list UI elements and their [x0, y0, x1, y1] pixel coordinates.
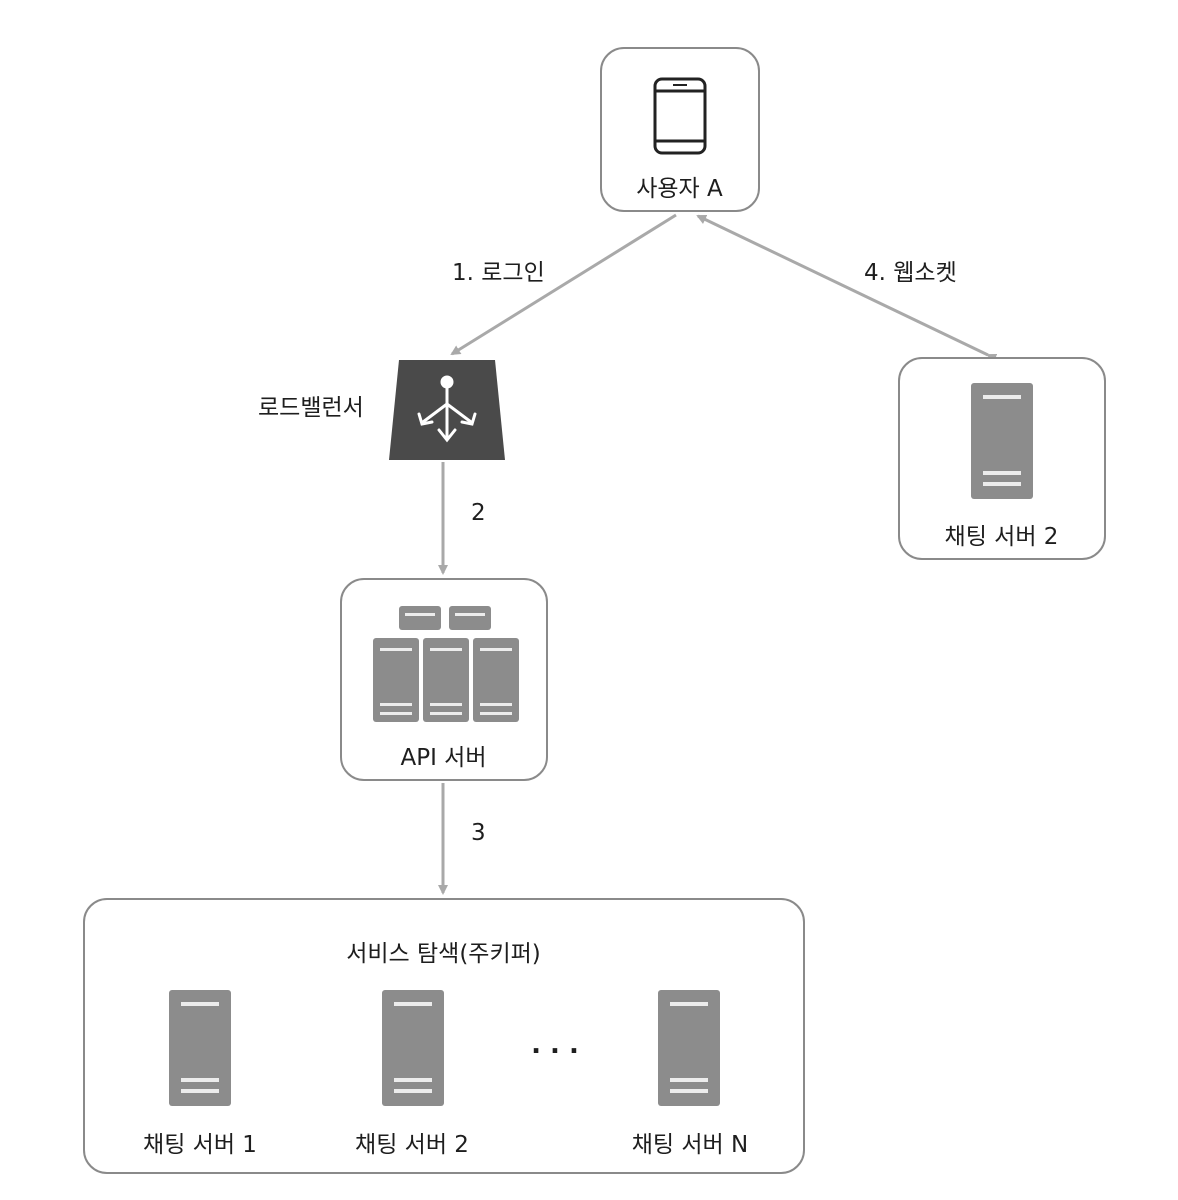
chat-server-top-box: 채팅 서버 2 — [898, 357, 1106, 560]
user-a-label: 사용자 A — [636, 176, 723, 202]
chat-server-1-label: 채팅 서버 1 — [143, 1132, 257, 1158]
smartphone-icon — [653, 77, 707, 155]
arrow-login — [450, 213, 677, 356]
edge-label-login: 1. 로그인 — [452, 260, 545, 286]
edge-label-2: 2 — [471, 500, 486, 526]
chat-server-n-label: 채팅 서버 N — [631, 1132, 749, 1158]
service-discovery-label: 서비스 탐색(주키퍼) — [346, 941, 541, 967]
arrow-websocket — [696, 214, 998, 363]
load-balancer-label: 로드밸런서 — [258, 395, 364, 421]
chat-server-top-label: 채팅 서버 2 — [944, 524, 1059, 550]
chat-server-2-label: 채팅 서버 2 — [355, 1132, 469, 1158]
user-a-box: 사용자 A — [600, 47, 760, 212]
server-icon — [382, 990, 444, 1106]
server-icon — [658, 990, 720, 1106]
edge-label-websocket: 4. 웹소켓 — [864, 260, 957, 286]
server-icon — [169, 990, 231, 1106]
ellipsis: . . . — [531, 1030, 579, 1060]
server-cluster-icon — [373, 606, 519, 722]
load-balancer-icon — [389, 360, 505, 460]
api-server-label: API 서버 — [400, 745, 487, 771]
edge-label-3: 3 — [471, 820, 486, 846]
server-icon — [971, 383, 1033, 499]
api-server-box: API 서버 — [340, 578, 548, 781]
service-discovery-box: 서비스 탐색(주키퍼) 채팅 서버 1 채팅 서버 2 . . . 채팅 서버 … — [83, 898, 805, 1174]
